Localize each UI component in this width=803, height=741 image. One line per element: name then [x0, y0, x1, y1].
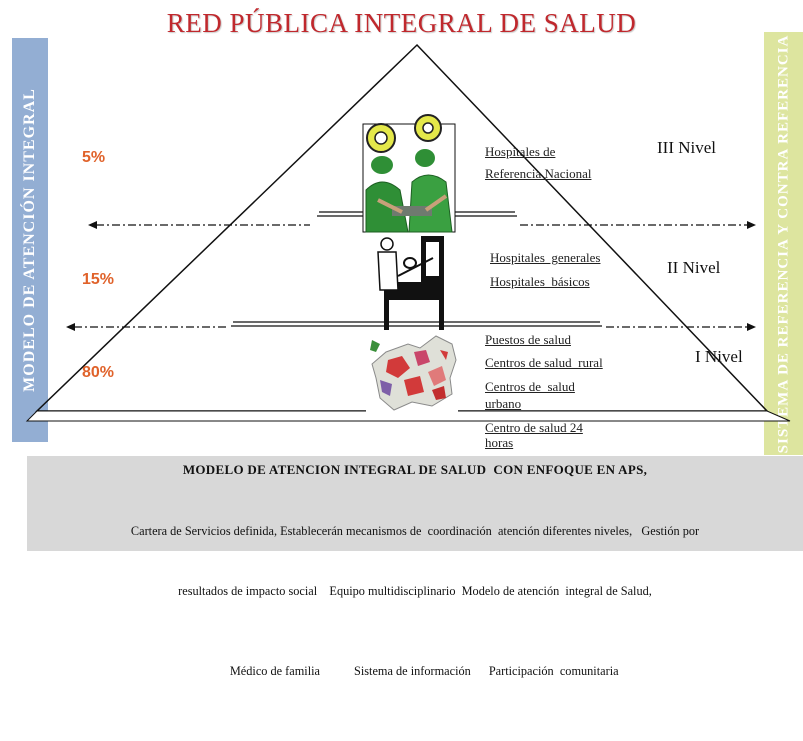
diagram-title: RED PÚBLICA INTEGRAL DE SALUD: [166, 8, 637, 38]
level-2-name: II Nivel: [667, 258, 721, 277]
facility-horas: horas: [485, 435, 514, 450]
aps-model-box: MODELO DE ATENCION INTEGRAL DE SALUD CON…: [27, 456, 803, 678]
level-3-name: III Nivel: [657, 138, 717, 157]
sistema-referencia-band: SISTEMA DE REFERENCIA Y CONTRA REFERENCI…: [764, 32, 803, 455]
referral-arrowhead-left-upper: [88, 221, 97, 229]
aps-line-2: resultados de impacto social Equipo mult…: [178, 584, 652, 598]
facility-urbano: urbano: [485, 396, 522, 411]
facility-centros-salud-urbano: Centros de salud: [485, 379, 575, 394]
facility-hospitales-generales: Hospitales generales: [490, 250, 601, 265]
referral-arrowhead-right-upper: [747, 221, 756, 229]
referral-arrowhead-right-lower: [747, 323, 756, 331]
aps-item-sistema-informacion: Sistema de información: [354, 664, 471, 678]
facility-hospitales-de: Hospitales de: [485, 144, 556, 159]
aps-model-title: MODELO DE ATENCION INTEGRAL DE SALUD CON…: [182, 462, 648, 477]
hospital-bed-icon: [377, 236, 444, 330]
level-1-name: I Nivel: [695, 347, 743, 366]
facility-centro-salud-24: Centro de salud 24: [485, 420, 583, 435]
referral-arrowhead-left-lower: [66, 323, 75, 331]
facility-hospitales-basicos: Hospitales básicos: [490, 274, 590, 289]
modelo-atencion-band: MODELO DE ATENCIÓN INTEGRAL: [12, 38, 48, 442]
pyramid-diagram: [25, 43, 791, 422]
facility-puestos-de-salud: Puestos de salud: [485, 332, 571, 347]
facility-centros-salud-rural: Centros de salud rural: [485, 355, 603, 370]
level-3-percent: 5%: [82, 149, 106, 166]
aps-line-1: Cartera de Servicios definida, Establece…: [130, 524, 700, 538]
level-1-percent: 80%: [82, 364, 115, 381]
aps-model-description: Cartera de Servicios definida, Establece…: [27, 481, 803, 741]
level-2-percent: 15%: [82, 271, 115, 288]
level-divider-bottom: [231, 321, 602, 327]
surgeons-icon: [362, 114, 456, 233]
aps-item-medico-familia: Médico de familia: [229, 664, 321, 678]
facility-referencia-nacional: Referencia Nacional: [485, 166, 592, 181]
map-icon: [366, 334, 458, 416]
aps-item-participacion: Participación comunitaria: [488, 664, 619, 678]
aps-line-3: Médico de familia Sistema de información P…: [27, 641, 803, 701]
